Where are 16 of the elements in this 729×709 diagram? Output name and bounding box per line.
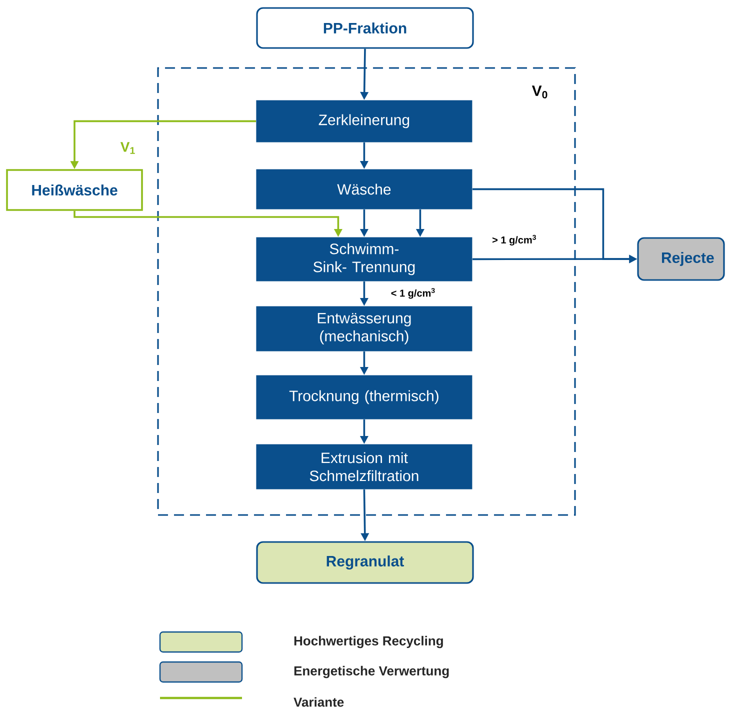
process-box: Zerkleinerung — [256, 100, 472, 142]
process-box: Wäsche — [256, 169, 472, 210]
variant-box: Heißwäsche — [6, 169, 143, 211]
legend-label: Variante — [294, 697, 344, 707]
process-box: Schwimm-Sink- Trennung — [256, 237, 472, 282]
edge-label: < 1 g/cm$^{3}$ — [391, 288, 435, 299]
product-box: Regranulat — [256, 541, 474, 584]
reject-box: Rejecte — [637, 237, 725, 281]
input-box: PP-Fraktion — [256, 7, 474, 49]
edge-label: V$_{1}$ — [120, 142, 135, 154]
process-box: Entwässerung (mechanisch) — [256, 306, 472, 352]
process-box: Extrusion mit Schmelzfiltration — [256, 444, 472, 490]
process-box: Trocknung (thermisch) — [256, 375, 472, 420]
edge-label: > 1 g/cm$^{3}$ — [492, 234, 536, 246]
legend-label: Energetische Verwertung — [294, 666, 449, 678]
legend-label: Hochwertiges Recycling — [294, 636, 443, 648]
